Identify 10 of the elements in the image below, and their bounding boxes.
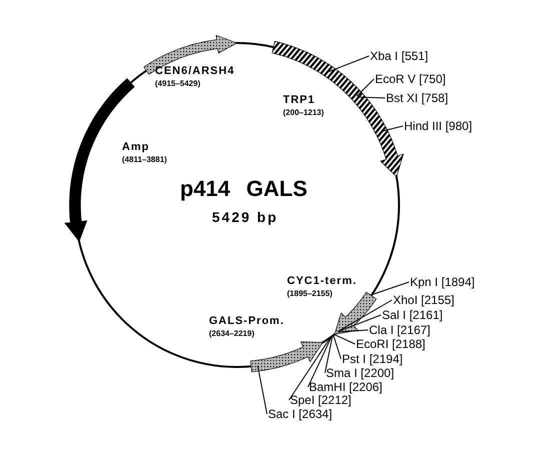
restriction-site-label: Kpn I [1894] (410, 276, 475, 288)
restriction-site-label: BamHI [2206] (309, 381, 382, 393)
leader-line (257, 365, 268, 414)
restriction-site-label: Sac I [2634] (268, 408, 332, 420)
restriction-site-label: Bst XI [758] (386, 92, 448, 104)
restriction-site-label: Hind III [980] (404, 120, 472, 132)
restriction-site-label: XhoI [2155] (393, 294, 454, 306)
restriction-site-label: SpeI [2212] (290, 394, 352, 406)
restriction-site-label: Sal I [2161] (382, 309, 443, 321)
restriction-site-label: Sma I [2200] (326, 367, 394, 379)
